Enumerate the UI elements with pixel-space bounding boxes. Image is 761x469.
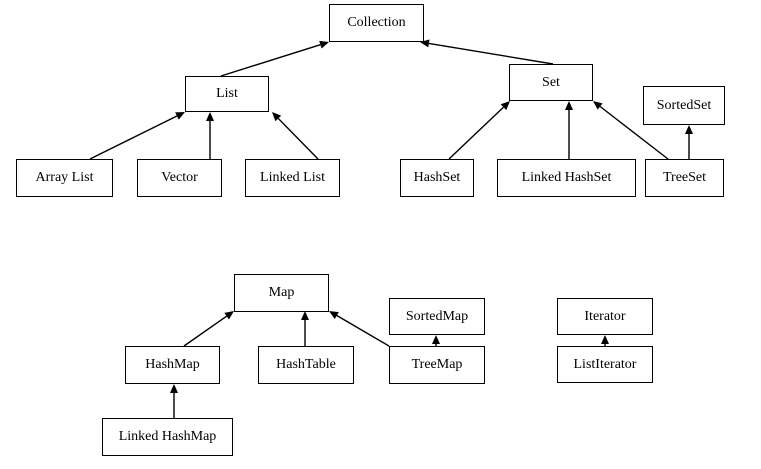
arrowhead [319,40,329,49]
arrowhead [272,112,282,122]
arrowhead [206,112,214,121]
arrowhead [593,101,603,110]
arrow-line [599,105,669,160]
arrow-line [336,314,390,347]
arrow-list-iterator-to-iterator [601,335,609,346]
listiterator-node: ListIterator [557,346,653,383]
sortedmap-node: SortedMap [389,298,485,335]
sortedset-node: SortedSet [643,86,725,125]
arrow-line [277,117,319,160]
arrow-list-to-collection [220,40,329,77]
arrow-set-to-collection [420,39,554,65]
arrow-line [183,315,228,347]
linked-hashmap-node: Linked HashMap [102,418,233,456]
array-list-node: Array List [16,159,113,197]
arrow-line [448,106,504,160]
arrow-array-list-to-list [89,112,185,160]
arrowhead [685,125,693,134]
arrowhead [329,311,339,319]
arrow-hash-table-to-map [301,311,309,346]
arrow-line [220,44,321,77]
set-node: Set [509,64,593,101]
collection-node: Collection [329,4,424,42]
arrowhead [301,311,309,320]
arrow-hash-map-to-map [183,311,234,347]
arrowhead [565,101,573,110]
arrow-linked-hash-set-to-set [565,101,573,159]
arrow-linked-hash-map-to-hash-map [170,384,178,418]
arrow-tree-map-to-sorted-map [432,335,440,346]
arrow-tree-map-to-map [329,311,390,347]
map-node: Map [234,274,329,312]
arrowhead [432,335,440,344]
arrowhead [170,384,178,393]
arrow-vector-to-list [206,112,214,159]
linked-list-node: Linked List [245,159,340,197]
arrowhead [601,335,609,344]
vector-node: Vector [137,159,222,197]
hashtable-node: HashTable [258,346,354,384]
hashset-node: HashSet [400,159,474,197]
arrow-line [428,42,554,65]
arrow-tree-set-to-set [593,101,669,160]
arrowhead [175,112,185,120]
arrowhead [224,311,234,320]
hashmap-node: HashMap [125,346,220,384]
iterator-node: Iterator [557,298,653,335]
list-node: List [185,76,269,112]
arrow-hash-set-to-set [448,101,510,160]
arrow-tree-set-to-sorted-set [685,125,693,159]
treemap-node: TreeMap [389,346,485,384]
linked-hashset-node: Linked HashSet [497,159,636,197]
arrowhead [500,101,510,111]
treeset-node: TreeSet [645,159,724,197]
arrow-linked-list-to-list [272,112,319,160]
arrow-line [89,115,178,160]
